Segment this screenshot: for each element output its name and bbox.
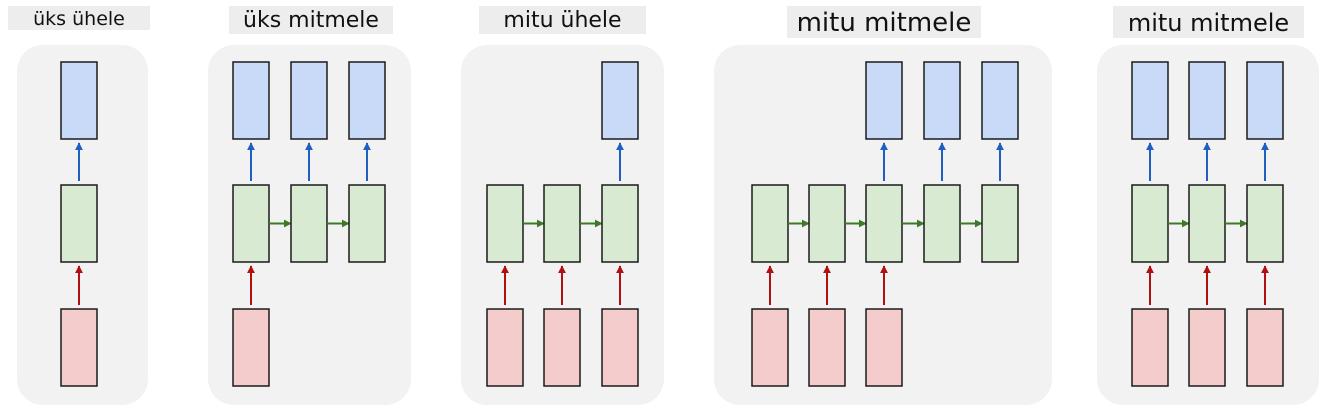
input-box [232,308,270,387]
hidden-state-box [808,184,846,263]
output-box [601,61,639,140]
output-box [232,61,270,140]
hidden-state-box [543,184,581,263]
panel-title-many-to-many-delayed: mitu mitmele [787,6,981,38]
input-box [486,308,524,387]
output-box [981,61,1019,140]
input-box [751,308,789,387]
hidden-state-box [60,184,98,263]
input-box [60,308,98,387]
hidden-state-box [348,184,386,263]
input-box [1131,308,1169,387]
hidden-state-box [1131,184,1169,263]
output-box [1246,61,1284,140]
hidden-state-box [923,184,961,263]
input-box [865,308,903,387]
output-box [865,61,903,140]
input-box [808,308,846,387]
hidden-state-box [601,184,639,263]
panel-title-many-to-one: mitu ühele [479,6,646,34]
input-box [543,308,581,387]
output-box [348,61,386,140]
hidden-state-box [865,184,903,263]
input-box [1188,308,1226,387]
hidden-state-box [751,184,789,263]
panel-title-one-to-one: üks ühele [8,6,150,30]
panel-title-many-to-many-synced: mitu mitmele [1113,6,1304,38]
panel-title-one-to-many: üks mitmele [229,6,393,34]
output-box [1131,61,1169,140]
hidden-state-box [232,184,270,263]
hidden-state-box [486,184,524,263]
output-box [60,61,98,140]
output-box [1188,61,1226,140]
hidden-state-box [290,184,328,263]
output-box [923,61,961,140]
hidden-state-box [1246,184,1284,263]
input-box [601,308,639,387]
input-box [1246,308,1284,387]
output-box [290,61,328,140]
hidden-state-box [1188,184,1226,263]
hidden-state-box [981,184,1019,263]
